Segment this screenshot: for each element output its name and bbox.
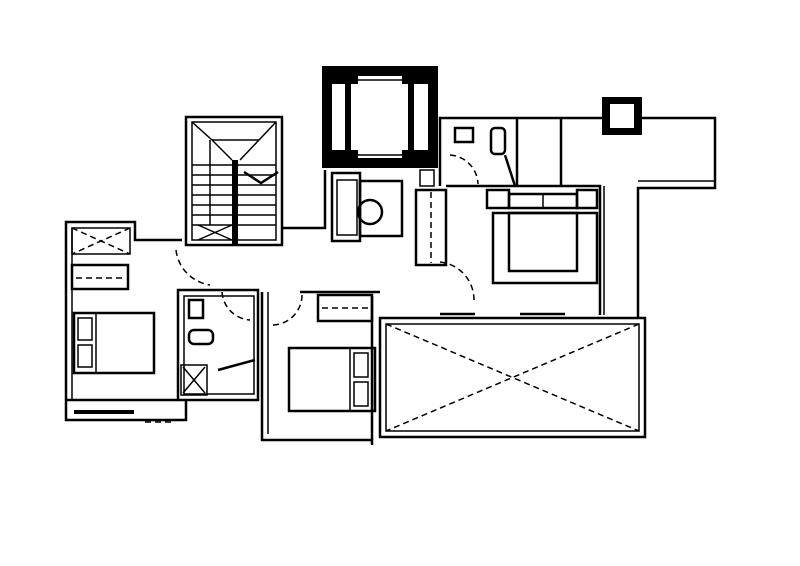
left-bedroom bbox=[64, 220, 211, 423]
utility-cabinet bbox=[282, 170, 404, 243]
bedroom-3 bbox=[260, 290, 380, 445]
lift-core bbox=[322, 66, 438, 168]
common-bath bbox=[176, 288, 260, 402]
master-bedroom bbox=[414, 169, 605, 316]
master-bath bbox=[438, 116, 717, 318]
balcony bbox=[378, 316, 647, 439]
staircase bbox=[184, 115, 284, 247]
